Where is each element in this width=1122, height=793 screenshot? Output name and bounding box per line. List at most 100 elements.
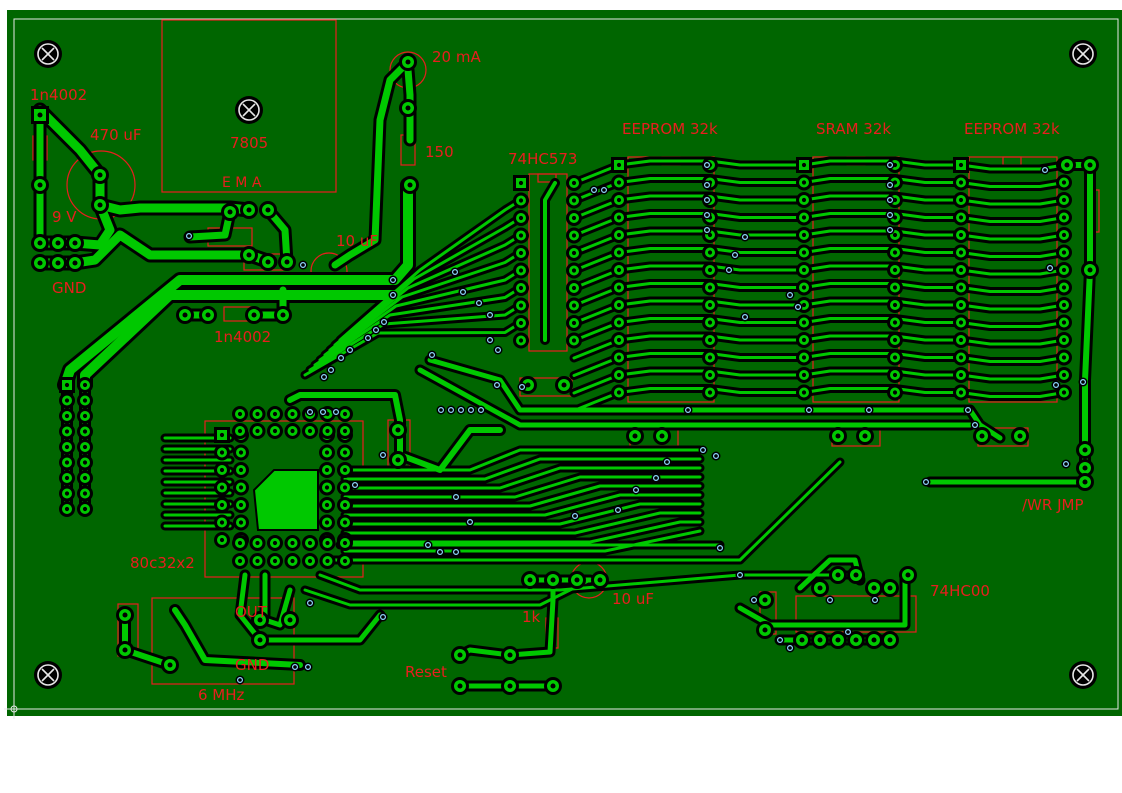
solder-pad	[267, 406, 283, 422]
solder-pad	[337, 444, 353, 461]
copper-trace	[959, 163, 1066, 171]
via	[435, 547, 445, 557]
solder-pad	[702, 279, 718, 296]
solder-pad	[566, 280, 582, 296]
via-layer	[184, 160, 1088, 685]
solder-pad	[267, 423, 283, 439]
via	[388, 275, 398, 285]
via	[885, 210, 895, 220]
solder-pad	[611, 332, 627, 348]
via	[465, 517, 475, 527]
copper-trace	[328, 460, 842, 562]
solder-pad	[1056, 384, 1072, 401]
label-osc-gnd: GND	[235, 656, 269, 674]
solder-pad	[793, 631, 811, 649]
copper-trace	[572, 233, 621, 255]
copper-trace	[313, 286, 523, 367]
mounting-hole-icon	[1069, 661, 1097, 689]
via	[715, 543, 725, 553]
copper-trace	[338, 198, 523, 342]
solder-pad	[973, 427, 991, 445]
solder-pad	[302, 553, 318, 569]
mounting-hole-icon	[1069, 40, 1097, 68]
solder-pad	[232, 406, 248, 422]
solder-pad	[176, 306, 194, 324]
via	[599, 185, 609, 195]
solder-pad	[249, 423, 266, 439]
solder-pad	[796, 332, 812, 348]
solder-pad	[1056, 314, 1072, 331]
copper-trace	[172, 607, 303, 668]
via	[698, 445, 708, 455]
solder-pad	[887, 279, 903, 296]
via	[492, 380, 502, 390]
solder-pad	[91, 196, 109, 214]
solder-pad	[591, 571, 609, 589]
solder-pad	[796, 349, 812, 366]
solder-pad	[811, 631, 829, 649]
solder-pad	[702, 332, 718, 348]
solder-pad	[796, 314, 812, 331]
solder-pad	[319, 535, 336, 551]
solder-pad	[1056, 227, 1072, 243]
solder-pad	[59, 485, 75, 502]
copper-trace	[959, 251, 1066, 258]
copper-trace	[737, 572, 908, 628]
solder-pad	[59, 423, 75, 440]
solder-pad	[953, 157, 969, 173]
copper-trace	[262, 572, 293, 628]
solder-pad	[284, 535, 301, 551]
label-eeprom-1: EEPROM 32k	[622, 120, 718, 138]
solder-pad	[232, 535, 248, 551]
solder-pad	[337, 406, 353, 422]
solder-pad	[513, 245, 529, 261]
solder-pad	[319, 479, 335, 496]
solder-pad	[1056, 192, 1072, 208]
solder-pad	[953, 174, 969, 191]
solder-pad	[566, 262, 582, 279]
via	[290, 662, 300, 672]
solder-pad	[281, 611, 299, 629]
via	[1051, 380, 1061, 390]
solder-pad	[233, 462, 249, 478]
solder-pad	[59, 392, 75, 409]
solder-pad	[566, 297, 582, 314]
via	[436, 405, 446, 415]
via	[485, 335, 495, 345]
solder-pad	[249, 535, 266, 551]
via	[305, 407, 315, 417]
via	[570, 511, 580, 521]
via	[371, 325, 381, 335]
copper-trace	[959, 391, 1066, 398]
solder-pad	[953, 349, 969, 366]
via	[885, 160, 895, 170]
via	[702, 180, 712, 190]
solder-pad	[847, 631, 865, 649]
solder-pad	[1056, 367, 1072, 383]
solder-pad	[59, 501, 75, 517]
solder-pad	[31, 234, 49, 252]
via	[702, 160, 712, 170]
solder-pad	[555, 376, 573, 394]
solder-pad	[702, 349, 718, 366]
copper-trace	[343, 493, 702, 517]
copper-trace	[303, 578, 592, 607]
solder-pad	[214, 532, 230, 548]
via	[631, 485, 641, 495]
via	[318, 407, 328, 417]
solder-pad	[232, 553, 248, 569]
label-latch-74hc573: 74HC573	[508, 150, 577, 168]
solder-pad	[232, 423, 248, 439]
copper-trace	[543, 181, 557, 342]
solder-pad	[1076, 441, 1094, 459]
copper-trace	[331, 58, 412, 269]
solder-pad	[214, 479, 230, 496]
solder-pad	[251, 611, 269, 629]
copper-trace	[959, 198, 1066, 206]
label-mcu-80c32x2: 80c32x2	[130, 554, 195, 572]
copper-trace	[343, 502, 702, 526]
solder-pad	[77, 470, 93, 486]
solder-pad	[702, 314, 718, 331]
solder-pad	[899, 566, 917, 584]
copper-trace	[572, 373, 621, 395]
